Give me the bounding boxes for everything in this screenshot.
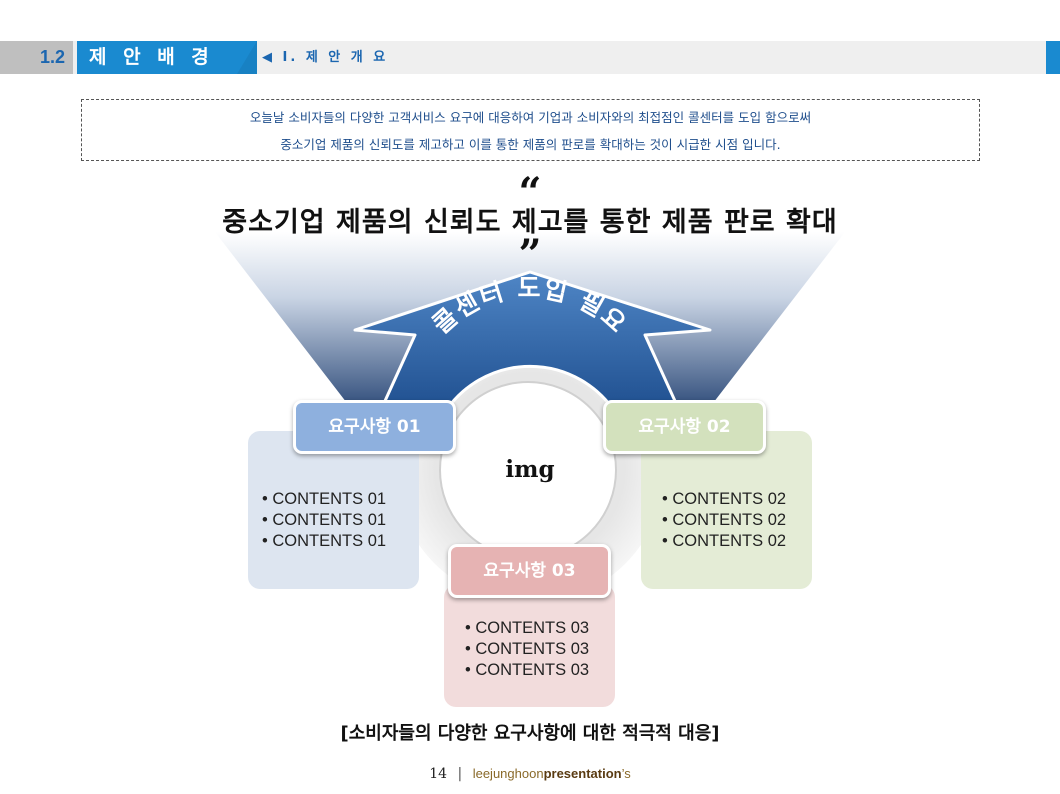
header-accent: [1046, 41, 1060, 74]
section-number: 1.2: [0, 41, 73, 74]
requirement-title-2: 요구사항 02: [603, 400, 766, 454]
center-image-placeholder: img: [505, 456, 555, 483]
headline: 중소기업 제품의 신뢰도 제고를 통한 제품 판로 확대: [222, 207, 838, 238]
list-item: CONTENTS 01: [262, 510, 386, 531]
requirement-list-1: CONTENTS 01 CONTENTS 01 CONTENTS 01: [262, 489, 386, 552]
brand-part-1: leejunghoon: [472, 766, 544, 781]
list-item: CONTENTS 03: [465, 618, 589, 639]
footer-separator: |: [457, 766, 463, 782]
intro-line-2: 중소기업 제품의 신뢰도를 제고하고 이를 통한 제품의 판로를 확대하는 것이…: [280, 137, 781, 152]
list-item: CONTENTS 02: [662, 531, 786, 552]
diagram-caption: [소비자들의 다양한 요구사항에 대한 적극적 대응]: [340, 723, 720, 744]
brand-logo: leejunghoonpresentation’s: [473, 766, 631, 781]
brand-part-2: presentation: [543, 766, 622, 781]
requirement-title-3: 요구사항 03: [448, 544, 611, 598]
intro-box: 오늘날 소비자들의 다양한 고객서비스 요구에 대응하여 기업과 소비자와의 최…: [81, 99, 980, 161]
breadcrumb[interactable]: ◀ I. 제 안 개 요: [262, 50, 389, 65]
requirement-title-1: 요구사항 01: [293, 400, 456, 454]
open-quote: “: [518, 169, 542, 216]
brand-part-3: ’s: [621, 766, 631, 781]
list-item: CONTENTS 03: [465, 660, 589, 681]
footer: 14 | leejunghoonpresentation’s: [0, 766, 1060, 782]
list-item: CONTENTS 01: [262, 531, 386, 552]
requirement-list-2: CONTENTS 02 CONTENTS 02 CONTENTS 02: [662, 489, 786, 552]
requirement-list-3: CONTENTS 03 CONTENTS 03 CONTENTS 03: [465, 618, 589, 681]
section-title: 제 안 배 경: [77, 41, 257, 74]
page-number: 14: [429, 766, 448, 782]
list-item: CONTENTS 02: [662, 510, 786, 531]
close-quote: ”: [518, 231, 542, 278]
list-item: CONTENTS 01: [262, 489, 386, 510]
list-item: CONTENTS 03: [465, 639, 589, 660]
list-item: CONTENTS 02: [662, 489, 786, 510]
intro-line-1: 오늘날 소비자들의 다양한 고객서비스 요구에 대응하여 기업과 소비자와의 최…: [249, 110, 812, 125]
